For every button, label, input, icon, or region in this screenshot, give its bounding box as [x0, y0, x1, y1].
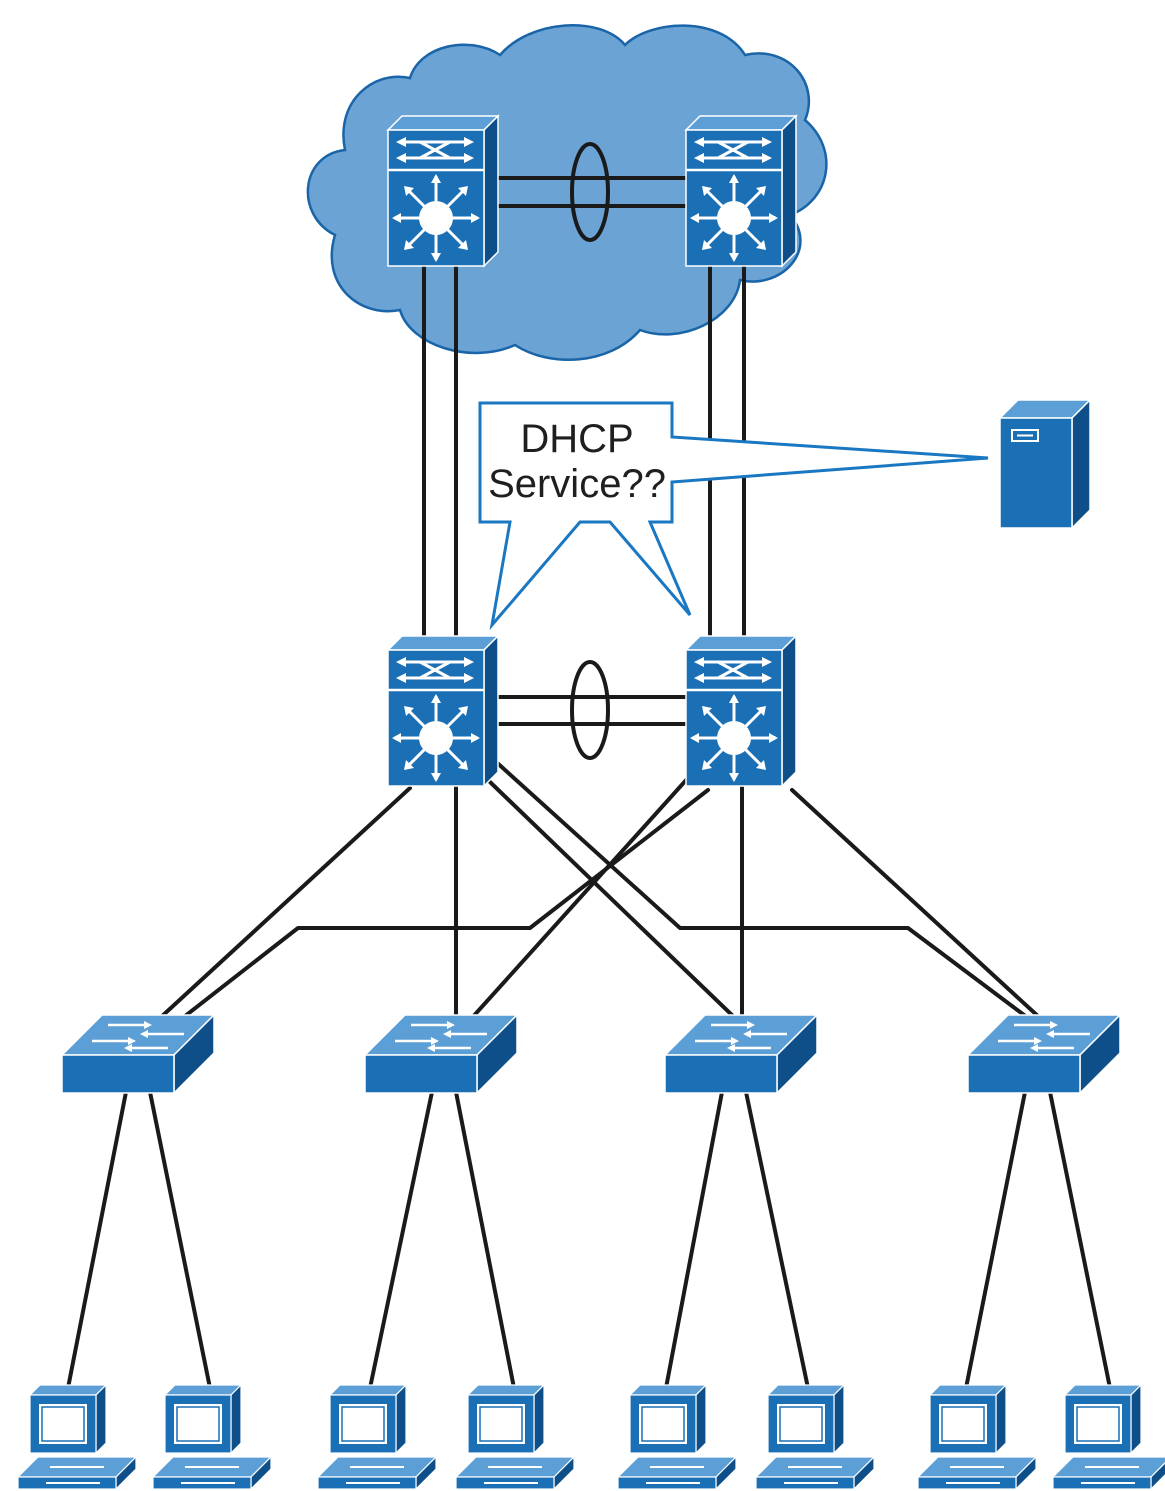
link-access2-pc4: [454, 1090, 516, 1390]
dhcp-server-icon[interactable]: [999, 399, 1091, 529]
callout-line-2: Service??: [488, 462, 666, 506]
core-etherchannel-ring: [570, 142, 610, 242]
link-access1-pc2: [148, 1090, 212, 1390]
pc-6-icon[interactable]: [755, 1384, 875, 1490]
access-switch-1-icon[interactable]: [60, 1013, 216, 1095]
callout-line-1: DHCP: [520, 417, 633, 461]
pc-7-icon[interactable]: [917, 1384, 1037, 1490]
link-access3-pc5: [664, 1090, 724, 1390]
link-access4-pc8: [1048, 1090, 1112, 1390]
link-access1-pc1: [66, 1090, 128, 1390]
distribution-switch-right-icon[interactable]: [684, 634, 798, 788]
access-switch-2-icon[interactable]: [363, 1013, 519, 1095]
link-dist2-access1: [178, 788, 710, 1022]
core-switch-left-icon[interactable]: [386, 114, 500, 268]
pc-2-icon[interactable]: [152, 1384, 272, 1490]
link-access2-pc3: [368, 1090, 434, 1390]
pc-8-icon[interactable]: [1052, 1384, 1165, 1490]
link-access3-pc6: [744, 1090, 810, 1390]
dist-etherchannel-ring: [570, 660, 610, 760]
access-switch-3-icon[interactable]: [663, 1013, 819, 1095]
core-switch-right-icon[interactable]: [684, 114, 798, 268]
core-cloud: [306, 24, 828, 361]
pc-4-icon[interactable]: [455, 1384, 575, 1490]
link-dist2-access2: [468, 776, 690, 1022]
dhcp-callout-bubble: [478, 401, 989, 631]
access-switch-4-icon[interactable]: [966, 1013, 1122, 1095]
link-dist1-access4: [492, 758, 1030, 1020]
link-dist2-access4: [790, 788, 1042, 1020]
pc-5-icon[interactable]: [617, 1384, 737, 1490]
link-access4-pc7: [964, 1090, 1027, 1390]
link-dist1-access3: [488, 780, 737, 1020]
pc-1-icon[interactable]: [17, 1384, 137, 1490]
distribution-switch-left-icon[interactable]: [386, 634, 500, 788]
pc-3-icon[interactable]: [317, 1384, 437, 1490]
link-dist1-access1: [158, 786, 412, 1020]
